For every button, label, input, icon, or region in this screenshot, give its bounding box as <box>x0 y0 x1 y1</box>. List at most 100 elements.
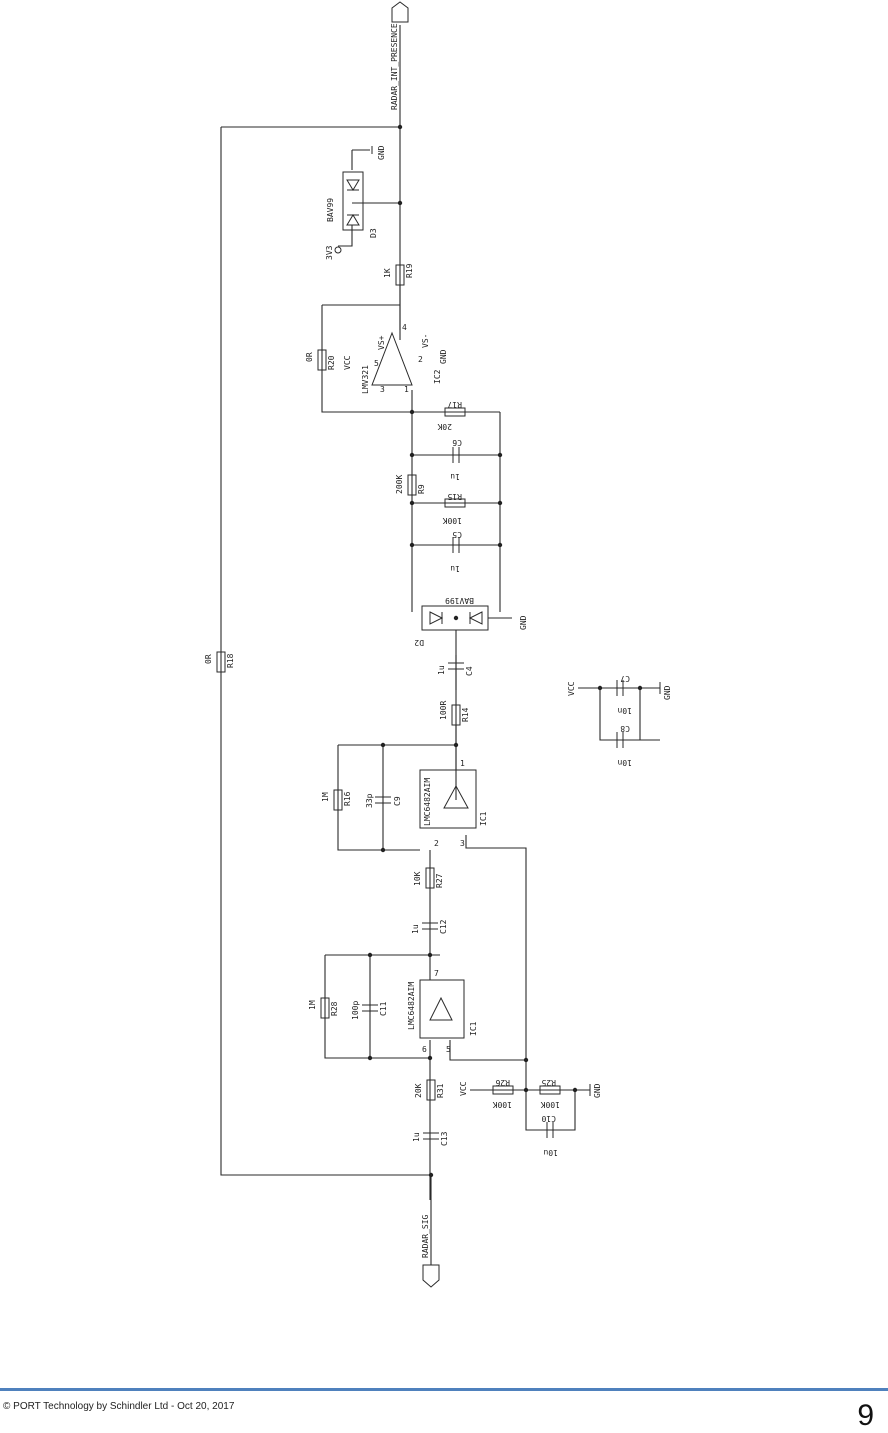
footer-copyright: © PORT Technology by Schindler Ltd - Oct… <box>3 1401 235 1412</box>
r25: R25 100K <box>539 1078 561 1109</box>
r18: 0R R18 <box>204 651 235 673</box>
svg-text:R26: R26 <box>495 1078 510 1087</box>
svg-text:100R: 100R <box>439 701 448 720</box>
svg-text:VS+: VS+ <box>377 335 386 350</box>
svg-text:R15: R15 <box>447 492 462 501</box>
svg-text:D3: D3 <box>369 228 378 238</box>
c9: 33p C9 <box>365 793 402 808</box>
svg-text:C12: C12 <box>439 919 448 934</box>
svg-text:R18: R18 <box>226 653 235 668</box>
svg-text:1M: 1M <box>321 792 330 802</box>
svg-text:VS-: VS- <box>421 334 430 348</box>
c13: 1u C13 <box>412 1131 449 1146</box>
svg-text:1u: 1u <box>450 472 460 481</box>
svg-text:GND: GND <box>593 1083 602 1098</box>
svg-text:IC1: IC1 <box>469 1021 478 1036</box>
d2-bav199: BAV199 D2 GND <box>414 596 528 647</box>
r26: R26 100K <box>492 1078 514 1109</box>
svg-text:5: 5 <box>446 1045 451 1054</box>
svg-text:VCC: VCC <box>567 681 576 696</box>
wires <box>220 25 660 1265</box>
svg-text:VCC: VCC <box>343 355 352 370</box>
svg-text:LMC6482AIM: LMC6482AIM <box>407 982 416 1030</box>
r31: 20K R31 <box>414 1079 445 1101</box>
svg-text:R27: R27 <box>435 873 444 888</box>
svg-text:20K: 20K <box>437 422 452 431</box>
svg-text:C4: C4 <box>465 666 474 676</box>
svg-text:IC1: IC1 <box>479 811 488 826</box>
ic2-lmv321: LMV321 IC2 VS+ VS- 3 1 2 4 5 VCC GND <box>343 323 448 394</box>
svg-text:C9: C9 <box>393 796 402 806</box>
r15: R15 100K <box>443 492 466 525</box>
svg-text:GND: GND <box>439 349 448 364</box>
svg-text:3: 3 <box>460 839 465 848</box>
r14: 100R R14 <box>439 701 470 726</box>
svg-text:R14: R14 <box>461 707 470 722</box>
svg-text:100K: 100K <box>541 1100 560 1109</box>
svg-text:3: 3 <box>380 385 385 394</box>
r20: 0R R20 <box>305 349 336 371</box>
svg-text:C13: C13 <box>440 1131 449 1146</box>
svg-text:C7: C7 <box>620 674 630 683</box>
svg-text:GND: GND <box>519 615 528 630</box>
svg-text:200K: 200K <box>395 475 404 494</box>
c7: C7 10n <box>616 674 632 715</box>
r27: 10K R27 <box>413 867 444 889</box>
svg-text:R20: R20 <box>327 355 336 370</box>
output-port: RADAR_INT_PRESENCE <box>390 1 409 110</box>
c6: C6 1u <box>450 438 462 481</box>
svg-text:2: 2 <box>434 839 439 848</box>
junctions <box>367 124 643 1178</box>
svg-text:R31: R31 <box>436 1083 445 1098</box>
svg-text:10n: 10n <box>617 706 632 715</box>
svg-text:R28: R28 <box>330 1001 339 1016</box>
c8: C8 10n <box>616 724 632 767</box>
svg-text:5: 5 <box>374 359 379 368</box>
ic1-b-lmc6482aim: LMC6482AIM IC1 7 6 5 <box>407 969 478 1054</box>
svg-text:1u: 1u <box>411 924 420 934</box>
svg-text:IC2: IC2 <box>433 369 442 384</box>
input-port-label: RADAR_SIG <box>421 1214 430 1258</box>
svg-text:C6: C6 <box>452 438 462 447</box>
r17: 20K R17 <box>437 400 466 431</box>
svg-text:VCC: VCC <box>459 1081 468 1096</box>
svg-text:C5: C5 <box>452 530 462 539</box>
svg-text:R17: R17 <box>447 400 462 409</box>
page-number: 9 <box>857 1399 874 1432</box>
svg-text:100K: 100K <box>493 1100 512 1109</box>
svg-text:R25: R25 <box>541 1078 556 1087</box>
svg-text:10K: 10K <box>413 871 422 886</box>
svg-text:R16: R16 <box>343 791 352 806</box>
svg-text:GND: GND <box>377 145 386 160</box>
svg-text:100K: 100K <box>443 516 462 525</box>
svg-text:GND: GND <box>663 685 672 700</box>
svg-text:BAV99: BAV99 <box>326 198 335 222</box>
c5: C5 1u <box>450 530 462 573</box>
svg-text:D2: D2 <box>414 638 424 647</box>
decoupling-net-labels: VCC GND <box>567 681 672 700</box>
svg-text:R9: R9 <box>417 484 426 494</box>
bias-net-labels: VCC GND <box>459 1081 602 1098</box>
svg-text:C11: C11 <box>379 1001 388 1016</box>
r16: 1M R16 <box>321 789 352 811</box>
c4: 1u C4 <box>437 662 474 676</box>
svg-text:1u: 1u <box>450 564 460 573</box>
c10: C10 10u <box>541 1114 558 1157</box>
svg-text:1K: 1K <box>383 268 392 278</box>
svg-text:LMC6482AIM: LMC6482AIM <box>423 778 432 826</box>
c12: 1u C12 <box>411 919 448 934</box>
svg-text:3V3: 3V3 <box>325 245 334 260</box>
svg-text:1: 1 <box>460 759 465 768</box>
svg-text:6: 6 <box>422 1045 427 1054</box>
svg-text:LMV321: LMV321 <box>361 365 370 394</box>
svg-text:1M: 1M <box>308 1000 317 1010</box>
svg-text:1u: 1u <box>437 665 446 675</box>
svg-text:0R: 0R <box>204 654 213 664</box>
svg-text:1: 1 <box>404 385 409 394</box>
radar-schematic: RADAR_INT_PRESENCE RADAR_SIG BAV99 D3 3V… <box>204 1 672 1288</box>
footer-divider <box>0 1388 888 1391</box>
r28: 1M R28 <box>308 997 339 1019</box>
input-port: RADAR_SIG <box>421 1214 440 1288</box>
svg-text:2: 2 <box>418 355 423 364</box>
ic1-a-lmc6482aim: LMC6482AIM IC1 1 2 3 <box>419 759 488 848</box>
